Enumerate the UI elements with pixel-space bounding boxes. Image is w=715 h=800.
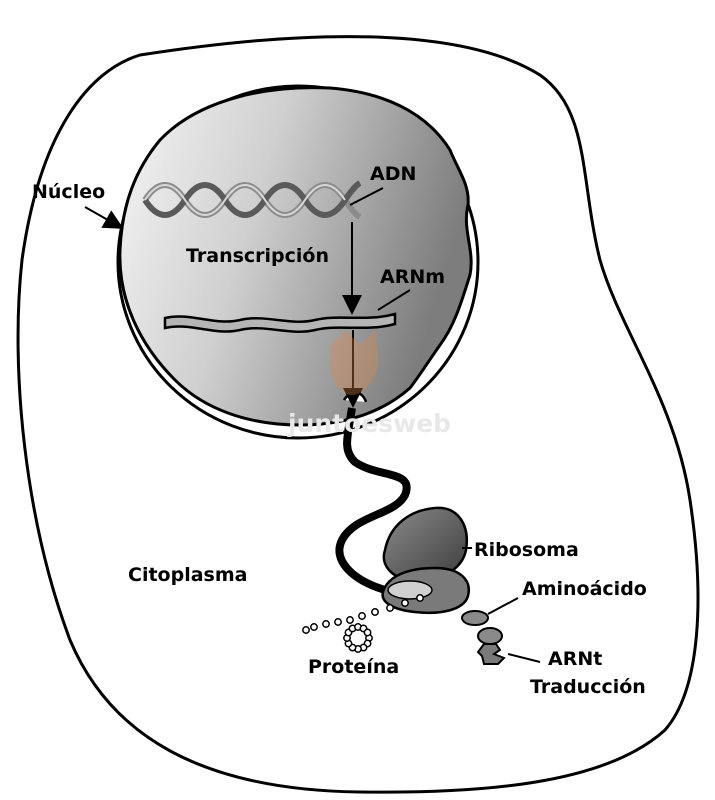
- leader-mrna: [377, 289, 411, 311]
- amino-acid-shape: [461, 610, 489, 626]
- label-ribosome: Ribosoma: [474, 539, 579, 561]
- amino-acid-bead: [371, 608, 379, 616]
- amino-acid-bead: [322, 620, 330, 628]
- nuclear-envelope-outer: [116, 84, 480, 440]
- amino-acid-bead: [334, 618, 342, 626]
- amino-acid-bead: [401, 599, 409, 607]
- nucleus: [116, 84, 480, 440]
- label-transcription: Transcripción: [186, 245, 329, 267]
- amino-acid-bead: [302, 626, 310, 634]
- amino-acid-bead: [310, 623, 318, 631]
- amino-acid-bead: [363, 628, 372, 637]
- label-trna: ARNt: [548, 648, 602, 670]
- amino-acid-bead: [386, 604, 394, 612]
- leader-amino-acid: [487, 597, 519, 615]
- label-nucleus: Núcleo: [32, 181, 105, 203]
- amino-acid-bead: [346, 616, 354, 624]
- label-protein: Proteína: [308, 656, 399, 678]
- watermark-fox-icon: [329, 330, 378, 395]
- amino-acid-bead: [358, 612, 366, 620]
- nuclear-envelope-inner: [118, 86, 473, 427]
- mrna-strand: [163, 312, 397, 333]
- mrna-cytoplasm: [335, 407, 411, 594]
- label-translation: Traducción: [530, 676, 646, 698]
- trna-shape: [476, 627, 506, 665]
- watermark: juntoesweb: [287, 409, 451, 438]
- label-amino-acid: Aminoácido: [522, 578, 647, 600]
- amino-acid-bead: [416, 594, 424, 602]
- protein-chain: [302, 594, 424, 653]
- leader-dna: [349, 187, 384, 206]
- leader-nucleus: [84, 206, 124, 229]
- label-cytoplasm: Citoplasma: [128, 564, 247, 586]
- dna-helix: [142, 180, 362, 220]
- ribosome-highlight: [387, 580, 433, 600]
- label-mrna: ARNm: [380, 266, 445, 288]
- label-dna: ADN: [370, 163, 416, 185]
- leader-trna: [507, 653, 541, 663]
